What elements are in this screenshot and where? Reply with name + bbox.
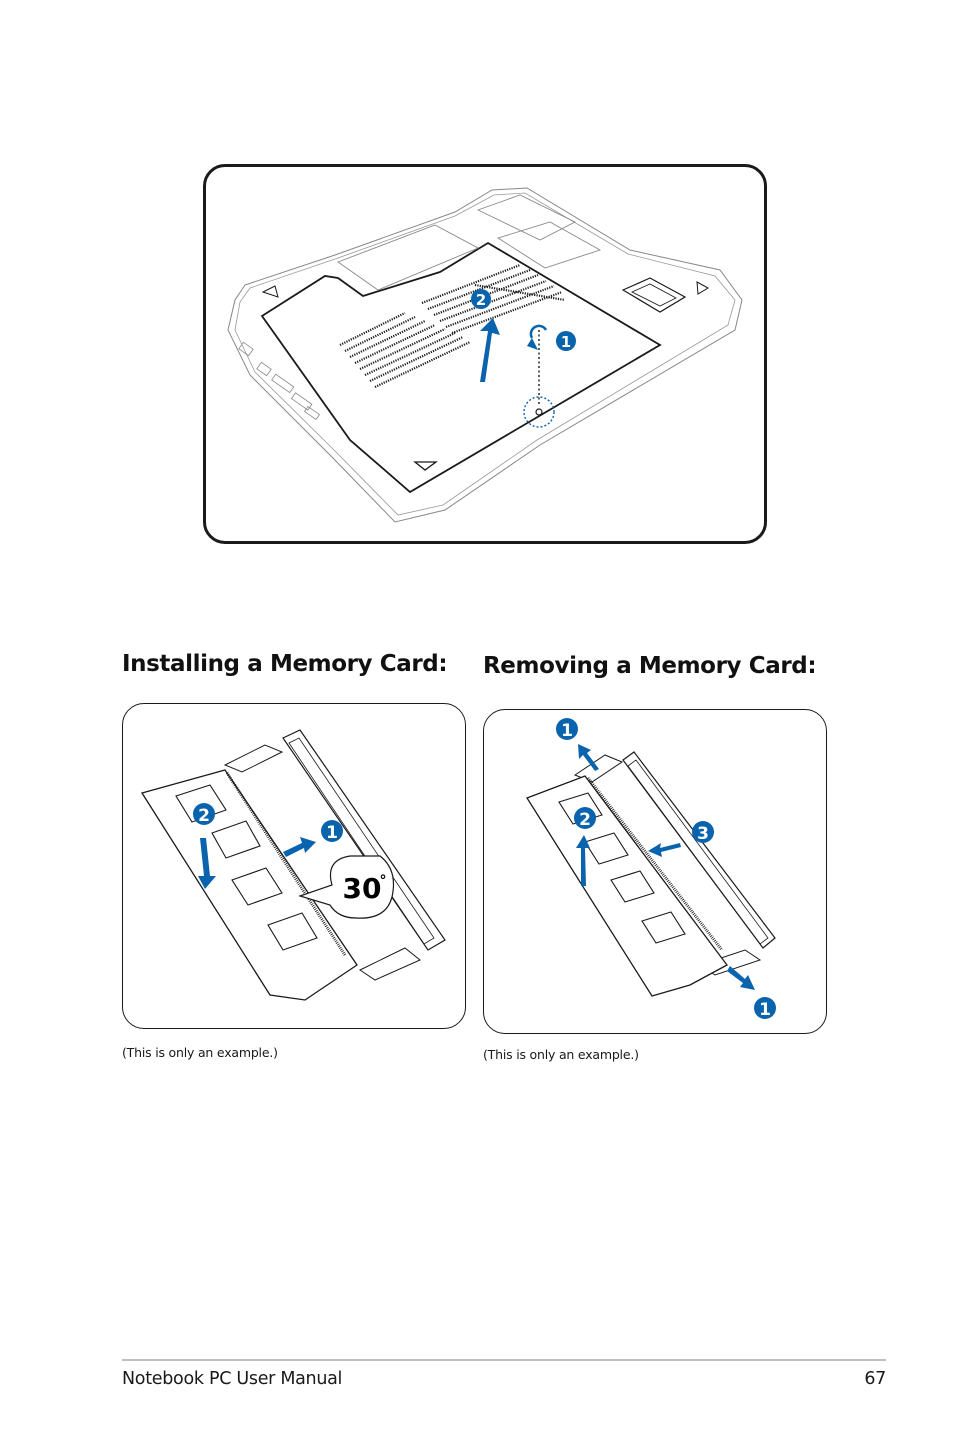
remove-callout-1-top: 1 <box>561 721 573 741</box>
installing-memory-heading: Installing a Memory Card: <box>122 651 448 677</box>
memory-install-illustration: 30 ° 2 1 <box>140 729 446 1001</box>
angle-30-label: 30 <box>343 872 382 905</box>
degree-symbol: ° <box>380 873 387 889</box>
page-number: 67 <box>864 1369 886 1389</box>
remove-callout-3: 3 <box>697 824 709 844</box>
remove-callout-2: 2 <box>579 810 591 830</box>
install-caption: (This is only an example.) <box>122 1045 278 1060</box>
memory-remove-illustration: 1 2 3 1 <box>526 718 776 1020</box>
removing-memory-heading: Removing a Memory Card: <box>483 653 817 679</box>
remove-caption: (This is only an example.) <box>483 1047 639 1062</box>
laptop-panel-figure: 2 1 <box>203 164 767 544</box>
install-memory-figure: 30 ° 2 1 <box>122 703 466 1029</box>
install-callout-2: 2 <box>198 806 210 826</box>
install-callout-1: 1 <box>326 823 338 843</box>
laptop-bottom-illustration: 2 1 <box>227 187 743 523</box>
callout-1-badge: 1 <box>561 333 571 351</box>
remove-callout-1-bottom: 1 <box>759 1000 771 1020</box>
callout-2-badge: 2 <box>476 291 486 309</box>
remove-memory-figure: 1 2 3 1 <box>483 709 827 1034</box>
footer-manual-title: Notebook PC User Manual <box>122 1369 343 1389</box>
footer-divider <box>122 1359 886 1361</box>
